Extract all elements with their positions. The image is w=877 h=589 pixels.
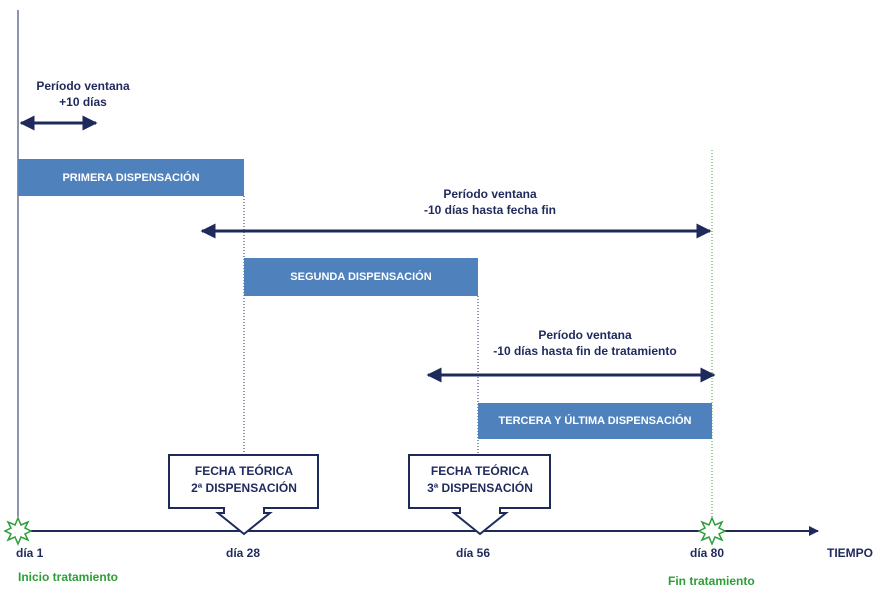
window-middle-detail: -10 días hasta fecha fin [423, 203, 557, 217]
callout-shape-second [168, 454, 319, 536]
callout-second: FECHA TEÓRICA 2ª DISPENSACIÓN [169, 463, 319, 497]
bar-third-dispensation: TERCERA Y ÚLTIMA DISPENSACIÓN [478, 403, 712, 439]
callout-shape-third [408, 454, 551, 536]
callout-second-line2: 2ª DISPENSACIÓN [191, 481, 297, 495]
axis-label: TIEMPO [827, 546, 874, 560]
tick-day-56: día 56 [456, 546, 491, 560]
tick-day-1: día 1 [16, 546, 44, 560]
window-left-title: Período ventana [36, 79, 130, 93]
window-right-detail: -10 días hasta fin de tratamiento [493, 344, 677, 358]
window-left-label: Período ventana +10 días [22, 78, 144, 110]
start-star-icon [3, 516, 33, 546]
milestone-start: Inicio tratamiento [18, 570, 119, 584]
callout-third: FECHA TEÓRICA 3ª DISPENSACIÓN [409, 463, 551, 497]
window-middle-label: Período ventana -10 días hasta fecha fin [380, 186, 600, 218]
milestone-end: Fin tratamiento [668, 574, 755, 588]
bar-first-dispensation: PRIMERA DISPENSACIÓN [18, 159, 244, 196]
end-star-icon [697, 516, 727, 546]
tick-day-28: día 28 [226, 546, 261, 560]
callout-third-line2: 3ª DISPENSACIÓN [427, 481, 533, 495]
window-right-label: Período ventana -10 días hasta fin de tr… [465, 327, 705, 359]
callout-third-line1: FECHA TEÓRICA [430, 464, 530, 478]
callout-second-line1: FECHA TEÓRICA [194, 464, 294, 478]
window-right-title: Período ventana [538, 328, 632, 342]
bar-second-dispensation: SEGUNDA DISPENSACIÓN [244, 258, 478, 296]
tick-day-80: día 80 [690, 546, 725, 560]
window-left-detail: +10 días [59, 95, 107, 109]
window-middle-title: Período ventana [443, 187, 537, 201]
